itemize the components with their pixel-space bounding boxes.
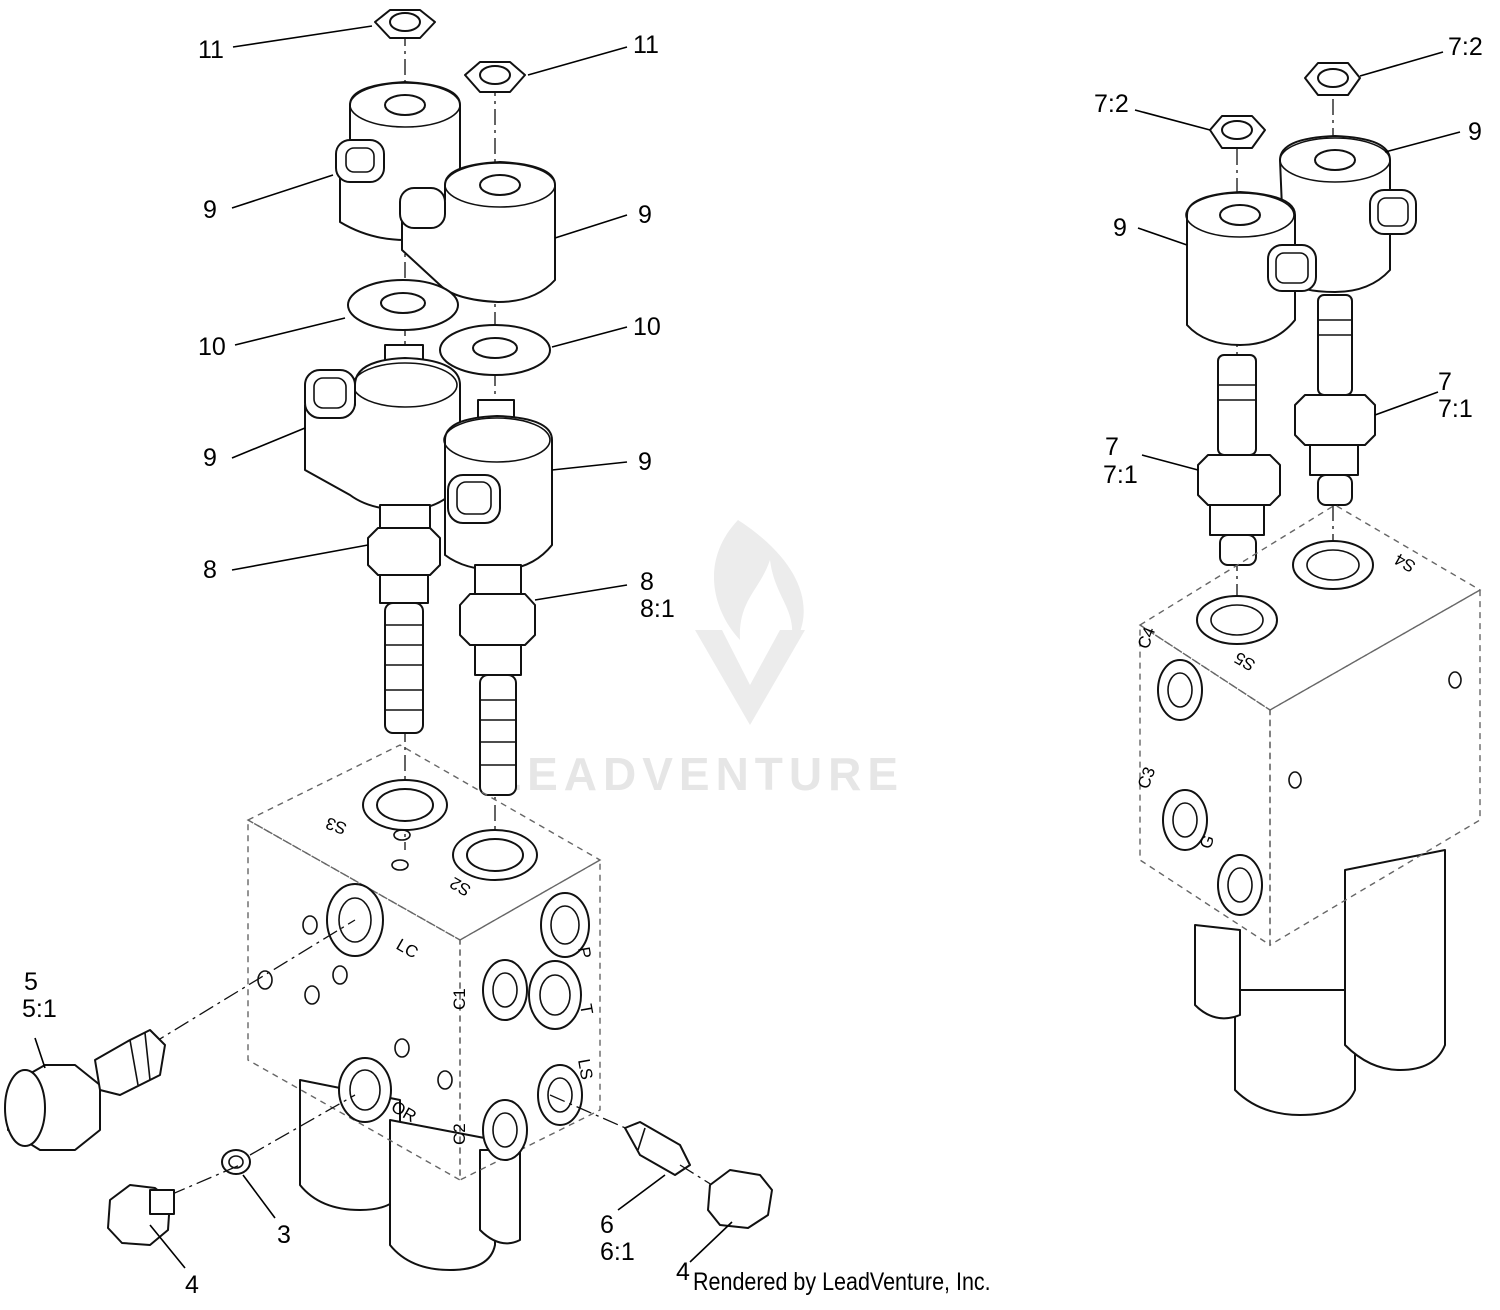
washer-left-b bbox=[439, 324, 551, 376]
callout-left-nut-a: 11 bbox=[198, 36, 224, 64]
render-credit: Rendered by LeadVenture, Inc. bbox=[693, 1268, 991, 1296]
cartridge-valve-left-b bbox=[459, 564, 536, 796]
port-mark-c3: C3 bbox=[1134, 764, 1159, 791]
callout-right-valve-a: 7 bbox=[1105, 433, 1119, 461]
port-mark-lc: LC bbox=[393, 935, 421, 962]
callout-plug-left: 4 bbox=[185, 1271, 199, 1299]
callout-left-washer-a: 10 bbox=[198, 333, 226, 361]
callout-left-washer-b: 10 bbox=[633, 313, 661, 341]
port-mark-p: P bbox=[574, 945, 595, 959]
callout-right-coil-b: 9 bbox=[1468, 118, 1482, 146]
hex-nut-right-a bbox=[1209, 115, 1266, 149]
hex-nut-left-a bbox=[374, 9, 436, 39]
small-plug bbox=[221, 1094, 356, 1175]
callout-relief-valve: 5 bbox=[24, 968, 38, 996]
callout-left-valve-a: 8 bbox=[203, 556, 217, 584]
callout-plug-right: 4 bbox=[676, 1258, 690, 1286]
callout-small-plug: 3 bbox=[277, 1221, 291, 1249]
cartridge-valve-left-a bbox=[367, 504, 441, 734]
port-mark-s2: S2 bbox=[447, 873, 475, 900]
port-mark-c1: C1 bbox=[450, 988, 469, 1010]
hex-nut-right-b bbox=[1304, 62, 1361, 96]
hex-nut-left-b bbox=[464, 61, 526, 93]
callout-left-valve-b-alt: 8:1 bbox=[640, 595, 675, 623]
solenoid-coil-left-lower-b bbox=[443, 415, 553, 571]
solenoid-coil-left-upper-b bbox=[399, 161, 556, 303]
port-mark-s5: S5 bbox=[1231, 648, 1259, 675]
relief-valve bbox=[4, 919, 356, 1151]
callout-right-nut-a: 7:2 bbox=[1094, 90, 1129, 118]
watermark-text: LEADVENTURE bbox=[493, 748, 904, 800]
leadventure-watermark: LEADVENTURE bbox=[493, 520, 904, 800]
callout-left-coil-a: 9 bbox=[203, 196, 217, 224]
callout-right-valve-a-alt: 7:1 bbox=[1103, 461, 1138, 489]
callout-right-valve-b-alt: 7:1 bbox=[1438, 395, 1473, 423]
callout-left-valve-b: 8 bbox=[640, 568, 654, 596]
solenoid-coil-left-lower-a bbox=[304, 357, 461, 511]
callout-relief-valve-alt: 5:1 bbox=[22, 995, 57, 1023]
callout-right-valve-b: 7 bbox=[1438, 368, 1452, 396]
plug-left bbox=[107, 1164, 241, 1246]
solenoid-coil-right-b bbox=[1185, 191, 1317, 346]
callout-check-valve-alt: 6:1 bbox=[600, 1238, 635, 1266]
leader-lines bbox=[34, 25, 1461, 1269]
callout-labels: 11 11 9 9 10 10 9 9 8 8 8:1 5 5:1 3 4 6 … bbox=[22, 31, 1483, 1299]
callout-left-coil-c: 9 bbox=[203, 444, 217, 472]
port-mark-s4: S4 bbox=[1391, 549, 1419, 576]
callout-right-coil-a: 9 bbox=[1113, 214, 1127, 242]
port-mark-c4: C4 bbox=[1134, 624, 1159, 651]
manifold-block-left: S3 S2 LC P T C1 C2 OR LS bbox=[246, 744, 602, 1271]
manifold-block-right: S4 S5 C4 C3 G bbox=[1134, 504, 1482, 1116]
port-mark-c2: C2 bbox=[450, 1123, 469, 1145]
plug-right bbox=[679, 1164, 773, 1229]
port-mark-ls: LS bbox=[574, 1057, 596, 1081]
solenoid-coil-left-upper-a bbox=[335, 81, 461, 241]
port-mark-g: G bbox=[1196, 832, 1218, 851]
callout-left-coil-d: 9 bbox=[638, 448, 652, 476]
port-mark-s3: S3 bbox=[323, 813, 349, 838]
port-mark-t: T bbox=[576, 1002, 597, 1016]
washer-left-a bbox=[347, 279, 459, 331]
callout-check-valve: 6 bbox=[600, 1211, 614, 1239]
check-valve bbox=[549, 1094, 691, 1176]
callout-left-nut-b: 11 bbox=[633, 31, 659, 59]
callout-right-nut-b: 7:2 bbox=[1448, 33, 1483, 61]
cartridge-valve-right-b bbox=[1294, 294, 1376, 506]
callout-left-coil-b: 9 bbox=[638, 201, 652, 229]
cartridge-valve-right-a bbox=[1197, 354, 1281, 566]
